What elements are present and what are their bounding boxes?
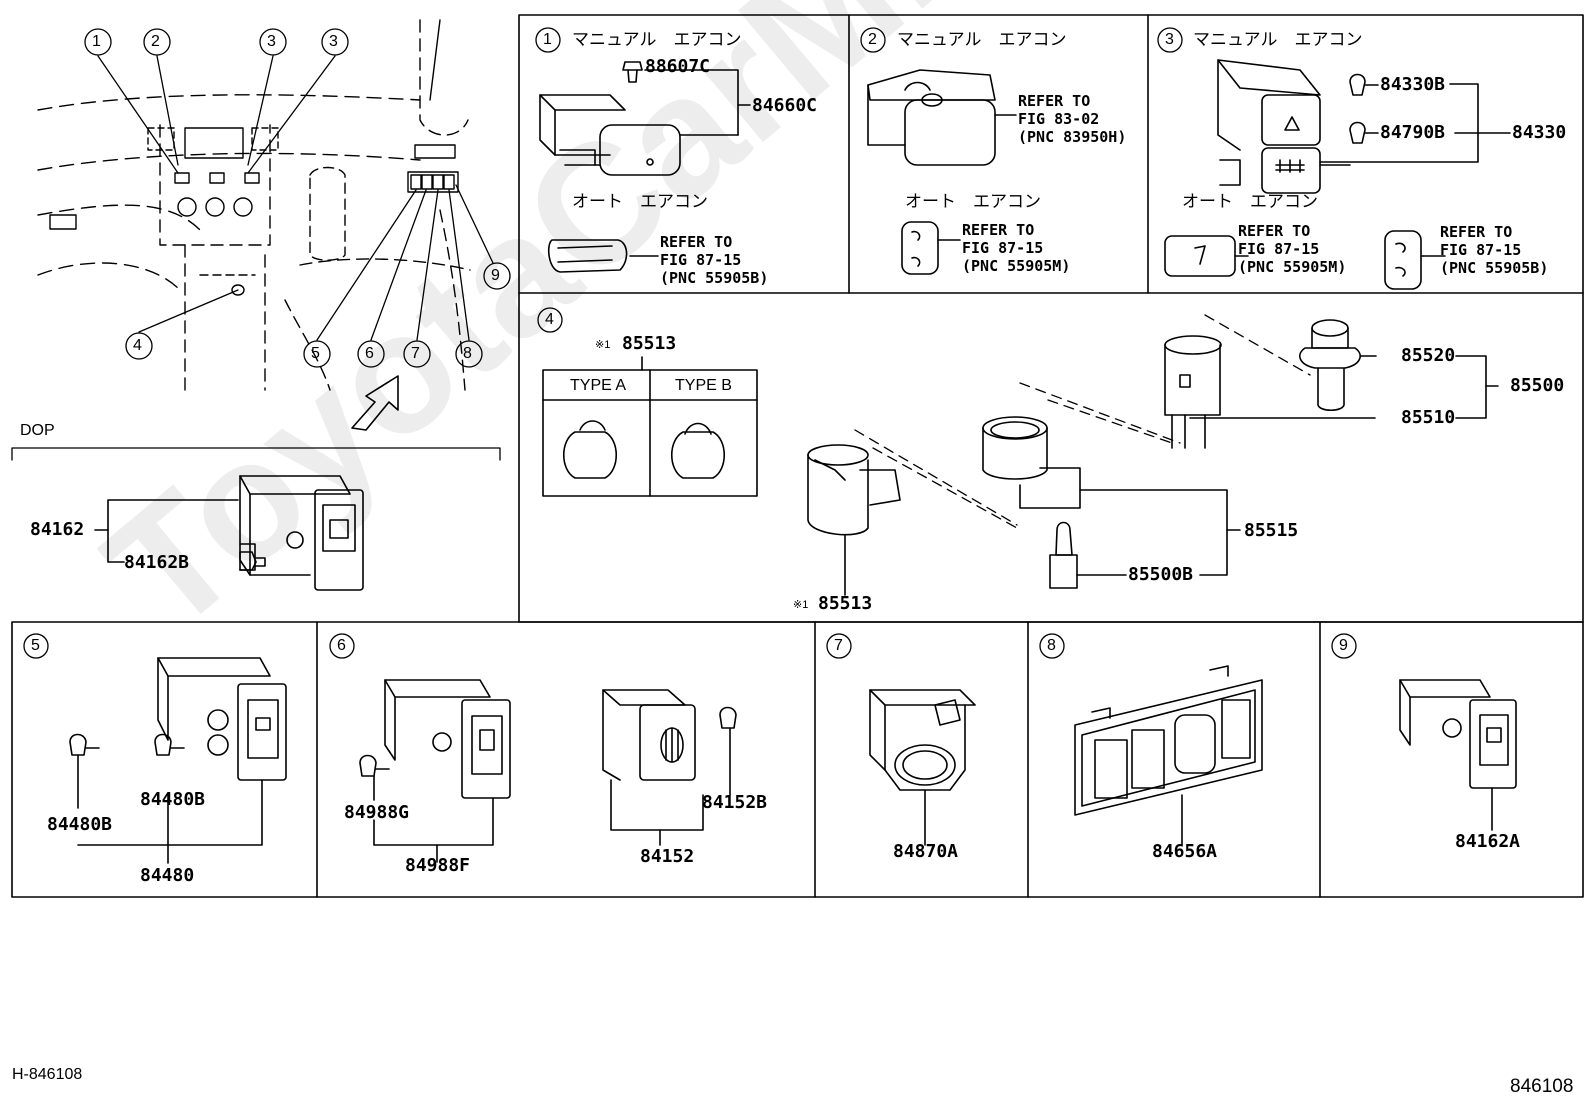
part-84152B: 84152B [702,792,768,813]
callout-7: 7 [411,345,420,362]
callout-5: 5 [311,345,320,362]
panel7-number: 7 [834,637,843,654]
callout-4: 4 [133,337,142,354]
part-88607C: 88607C [645,56,711,77]
callout-3b: 3 [329,33,338,50]
callout-8: 8 [463,345,472,362]
panel9-number: 9 [1339,637,1348,654]
type-a-label: TYPE A [570,377,627,394]
note-mark-bottom: ※1 [793,599,809,611]
panel1-auto-title: オート エアコン [572,192,708,212]
part-84870A: 84870A [893,841,959,862]
panel3-refer-note-1: REFER TO FIG 87-15 (PNC 55905M) [1238,222,1347,276]
footer-left-code: H-846108 [12,1066,83,1083]
type-b-label: TYPE B [675,377,732,394]
panel2-number: 2 [868,31,877,48]
panel5-number: 5 [31,637,40,654]
callout-9: 9 [491,267,500,284]
part-84988G: 84988G [344,802,410,823]
part-84480B-left: 84480B [47,814,113,835]
part-85520: 85520 [1401,345,1456,366]
part-84162A: 84162A [1455,831,1521,852]
part-85513-top: 85513 [622,333,677,354]
panel4-drawing [542,314,1499,596]
panel8-drawing [1074,665,1263,846]
panel3-drawing [1164,59,1511,290]
part-84790B: 84790B [1380,122,1446,143]
part-85513-bottom: 85513 [818,593,873,614]
callout-3a: 3 [267,33,276,50]
panel1-title: マニュアル エアコン [572,30,742,50]
callout-6: 6 [365,345,374,362]
panel3-refer-note-2: REFER TO FIG 87-15 (PNC 55905B) [1440,223,1549,277]
panel3-title: マニュアル エアコン [1193,30,1363,50]
part-84480: 84480 [140,865,195,886]
part-85510: 85510 [1401,407,1456,428]
panel2-refer-note-1: REFER TO FIG 83-02 (PNC 83950H) [1018,92,1127,146]
part-84480B-right: 84480B [140,789,206,810]
panel2-auto-title: オート エアコン [905,192,1041,212]
part-84152: 84152 [640,846,695,867]
overview-leaders [97,55,494,341]
part-84656A: 84656A [1152,841,1218,862]
part-84162B: 84162B [124,552,190,573]
part-85515: 85515 [1244,520,1299,541]
part-84162: 84162 [30,519,85,540]
callout-circles [23,27,1357,659]
callout-2: 2 [151,33,160,50]
panel5-drawing [69,657,287,864]
panel7-drawing [869,689,976,846]
part-84330B: 84330B [1380,74,1446,95]
dashboard-overview [37,19,471,391]
panel9-drawing [1399,679,1517,831]
part-84660C: 84660C [752,95,818,116]
footer-right-code: 846108 [1510,1076,1574,1097]
panel6-drawing [359,679,737,863]
panel4-number: 4 [545,311,554,328]
panel3-number: 3 [1165,31,1174,48]
part-84988F: 84988F [405,855,471,876]
panel3-auto-title: オート エアコン [1182,192,1318,212]
panel1-refer-note: REFER TO FIG 87-15 (PNC 55905B) [660,233,769,287]
part-84330: 84330 [1512,122,1567,143]
note-mark-top: ※1 [595,339,611,351]
dop-switch [94,475,364,591]
callout-1: 1 [92,33,101,50]
dop-label: DOP [20,422,55,439]
panel1-drawing [539,61,751,273]
panel-frames [11,14,1584,898]
panel1-number: 1 [543,31,552,48]
panel2-drawing [867,69,1017,275]
dop-bracket [11,447,501,461]
view-arrow [351,375,399,431]
part-85500B: 85500B [1128,564,1194,585]
part-85500: 85500 [1510,375,1565,396]
panel2-title: マニュアル エアコン [897,30,1067,50]
panel2-refer-note-2: REFER TO FIG 87-15 (PNC 55905M) [962,221,1071,275]
panel6-number: 6 [337,637,346,654]
panel8-number: 8 [1047,637,1056,654]
